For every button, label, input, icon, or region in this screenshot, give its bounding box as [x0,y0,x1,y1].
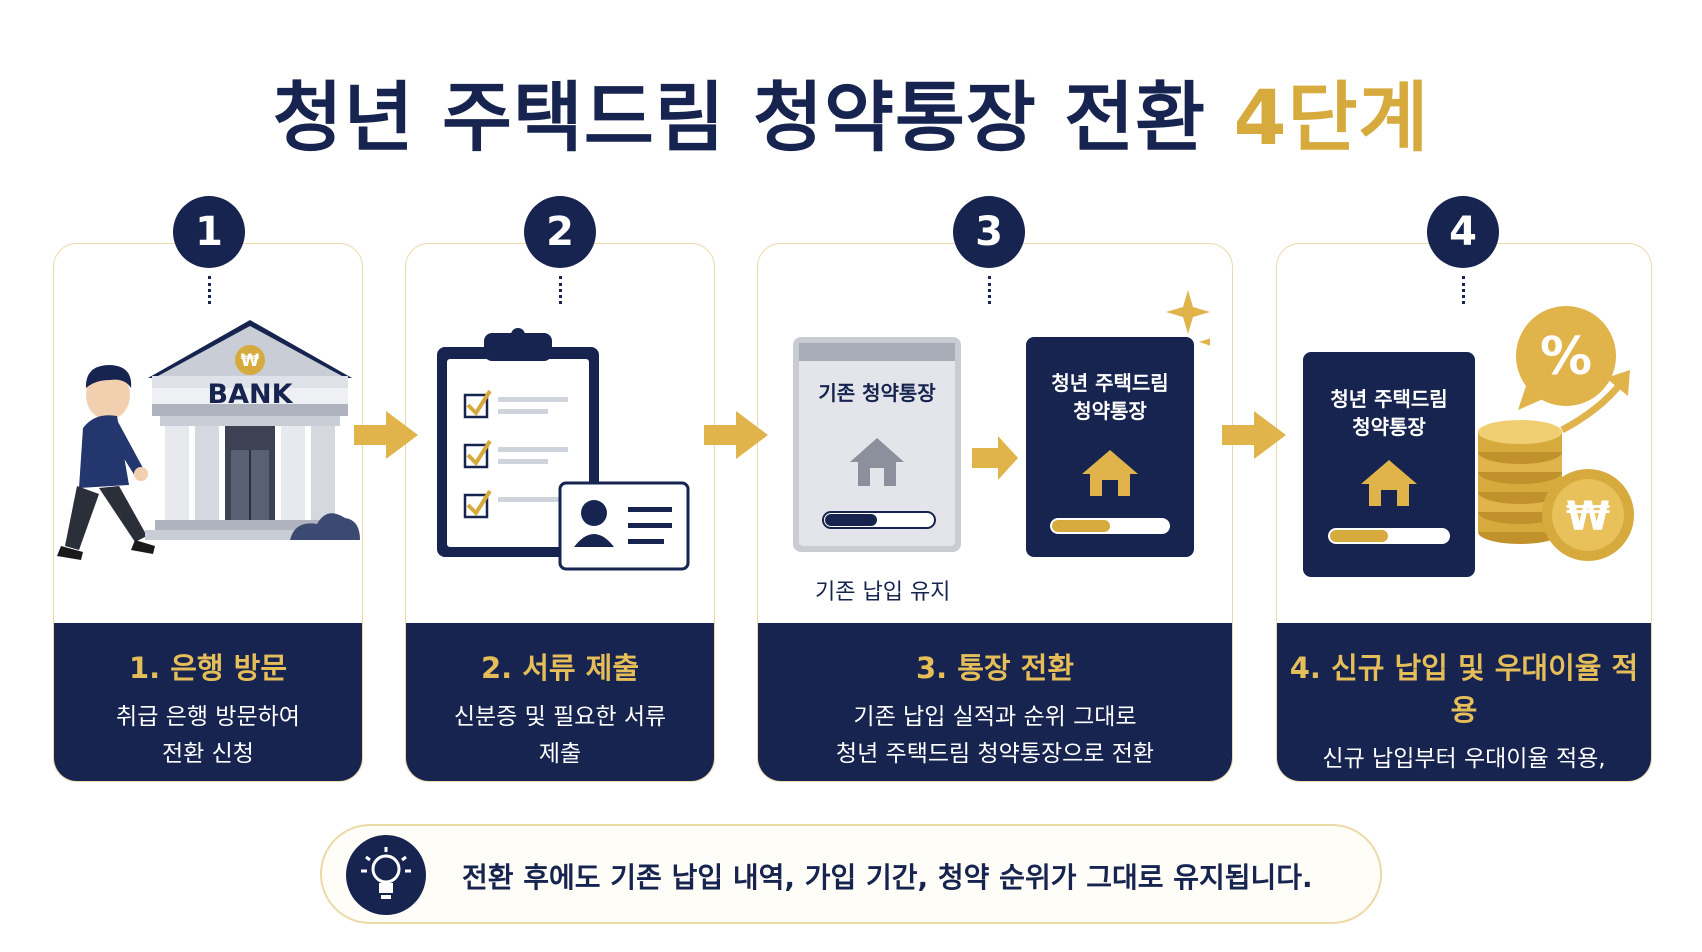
id-card-icon [558,481,690,571]
step-4-connector [1462,276,1465,304]
tip-banner: 전환 후에도 기존 납입 내역, 가입 기간, 청약 순위가 그대로 유지됩니다… [320,824,1382,924]
step-1-badge: 1 [173,196,245,268]
sparkle-icon [1166,290,1210,334]
step-4-desc: 신규 납입부터 우대이율 적용, 더 높은 혜택 시작! [1322,746,1606,772]
step-1-title: 1. 은행 방문 [128,651,288,685]
bank-sign: BANK [208,379,294,410]
house-icon [1082,450,1138,474]
step-2-caption: 2. 서류 제출 신분증 및 필요한 서류 제출 [406,623,714,781]
step-3-badge: 3 [953,196,1025,268]
old-account-label: 기존 청약통장 [818,381,936,405]
old-account-caption: 기존 납입 유지 [815,580,951,605]
bank-illustration: ₩ BANK [57,320,360,560]
documents-illustration [437,328,690,571]
title-main: 청년 주택드림 청약통장 전환 [272,73,1234,162]
step-1-caption: 1. 은행 방문 취급 은행 방문하여 전환 신청 [54,623,362,781]
interest-illustration: 청년 주택드림 청약통장 ₩ % [1303,306,1634,577]
house-icon [850,438,904,462]
step-2-badge: 2 [524,196,596,268]
new-account-label-1: 청년 주택드림 [1051,371,1168,395]
bank-coin-symbol: ₩ [241,351,260,371]
person-icon [57,365,155,560]
bank-building-icon: ₩ BANK [145,320,360,540]
new-account-book: 청년 주택드림 청약통장 [1026,337,1194,557]
account-transfer-illustration: 기존 청약통장 청년 주택드림 청약통장 [793,290,1210,557]
old-account-book: 기존 청약통장 [793,337,961,552]
arrow-right-icon [354,411,418,459]
step-3-desc: 기존 납입 실적과 순위 그대로 청년 주택드림 청약통장으로 전환 [835,704,1155,767]
step-4-title: 4. 신규 납입 및 우대이율 적용 [1289,651,1639,727]
tip-text: 전환 후에도 기존 납입 내역, 가입 기간, 청약 순위가 그대로 유지됩니다… [462,861,1313,894]
step-3-caption: 3. 통장 전환 기존 납입 실적과 순위 그대로 청년 주택드림 청약통장으로… [758,623,1232,781]
step-3-connector [988,276,991,304]
percent-bubble-icon: % [1516,306,1616,410]
page-title: 청년 주택드림 청약통장 전환 4단계 [0,56,1702,166]
final-account-label-1: 청년 주택드림 [1330,387,1447,411]
step-2-title: 2. 서류 제출 [480,651,640,685]
house-icon [1361,460,1417,484]
clipboard-icon [437,328,599,557]
step-2-desc: 신분증 및 필요한 서류 제출 [453,704,667,767]
sparkle-icon [1199,338,1210,346]
title-highlight: 4단계 [1233,73,1430,162]
step-4-caption: 4. 신규 납입 및 우대이율 적용 신규 납입부터 우대이율 적용, 더 높은… [1277,623,1651,781]
lightbulb-icon [346,835,426,915]
arrow-right-icon [1222,411,1286,459]
step-1-connector [208,276,211,304]
new-account-book: 청년 주택드림 청약통장 [1303,352,1475,577]
coin-stack-icon: ₩ [1478,420,1634,561]
arrow-right-icon [704,411,768,459]
step-4-badge: 4 [1427,196,1499,268]
percent-symbol: % [1540,327,1592,387]
step-2-connector [559,276,562,304]
won-coin-symbol: ₩ [1566,494,1610,540]
step-3-title: 3. 통장 전환 [915,651,1075,685]
new-account-label-2: 청약통장 [1073,399,1147,423]
step-1-desc: 취급 은행 방문하여 전환 신청 [116,704,300,767]
arrow-right-icon [972,436,1018,480]
final-account-label-2: 청약통장 [1352,415,1426,439]
